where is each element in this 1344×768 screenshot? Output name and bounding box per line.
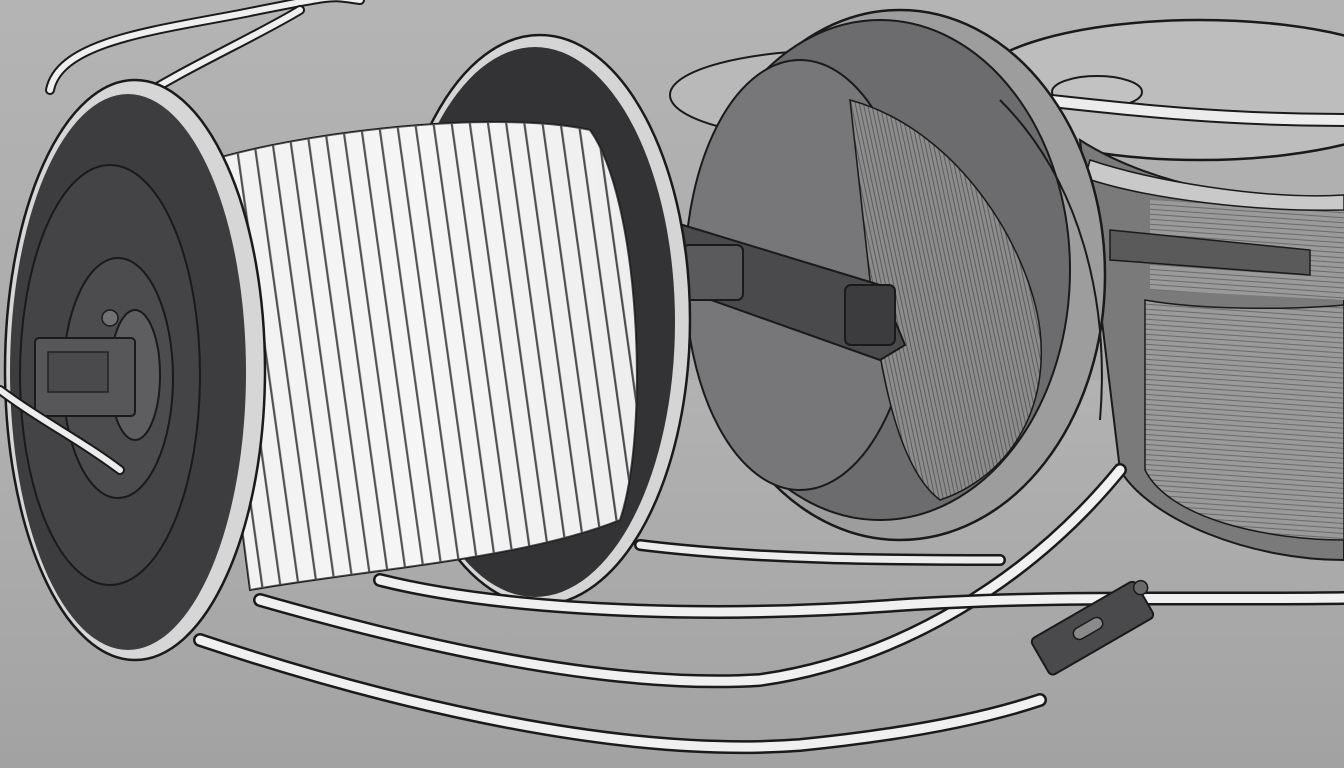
connector-plug: [1030, 579, 1155, 676]
foreground-cables: [0, 385, 1344, 755]
clamp-bracket: [648, 213, 907, 362]
right-spool: [968, 18, 1344, 562]
left-spool: [3, 33, 692, 662]
middle-spool: [669, 8, 1107, 542]
